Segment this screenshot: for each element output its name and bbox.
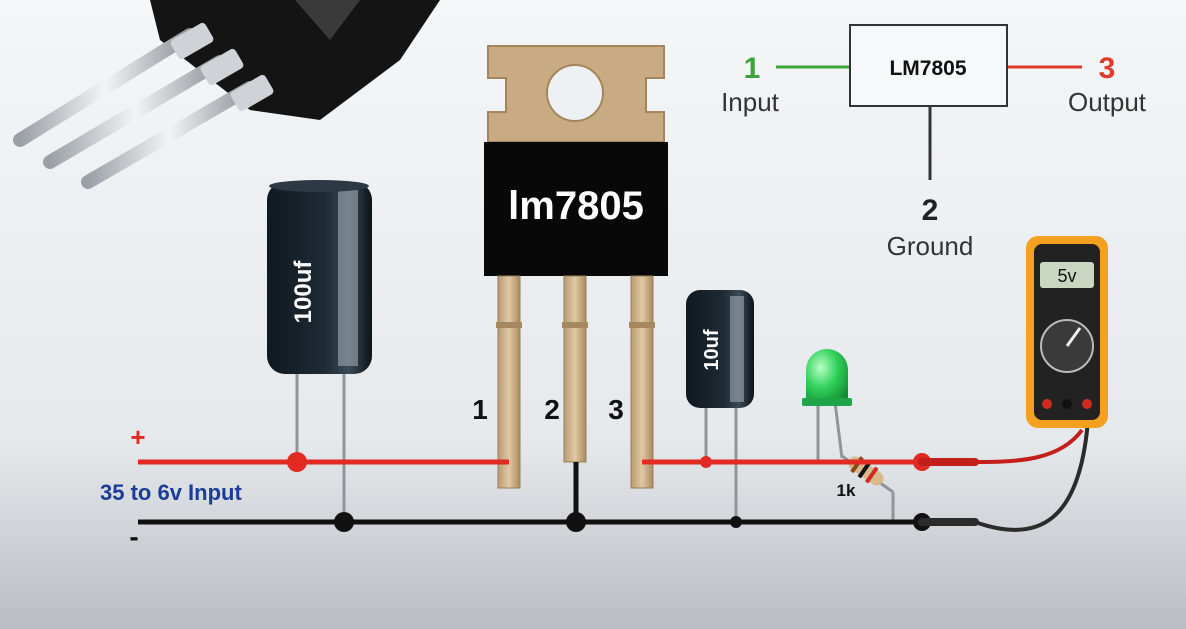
junction-output-cap — [700, 456, 712, 468]
junction-ground-regulator — [566, 512, 586, 532]
input-voltage-label: 35 to 6v Input — [100, 480, 242, 505]
input-capacitor-label: 100uf — [290, 260, 317, 324]
pin-1-label: 1 — [472, 394, 488, 425]
multimeter-reading: 5v — [1057, 266, 1076, 286]
pin3-number: 3 — [1099, 52, 1116, 85]
junction-ground-cap — [334, 512, 354, 532]
chip-name: LM7805 — [889, 57, 966, 80]
regulator-label: lm7805 — [508, 184, 644, 228]
mounting-hole — [546, 64, 604, 122]
pin-2-label: 2 — [544, 394, 560, 425]
pin1-name: Input — [721, 87, 780, 117]
pin3-name: Output — [1068, 87, 1147, 117]
regulator-body — [484, 142, 668, 276]
block-diagram: LM7805 1 Input 3 Output 2 Ground — [721, 24, 1147, 261]
junction-input-cap — [287, 452, 307, 472]
regulator-photo — [13, 0, 440, 189]
negative-symbol: - — [129, 521, 138, 552]
output-capacitor-label: 10uf — [701, 329, 723, 370]
pin1-number: 1 — [744, 52, 761, 85]
led — [802, 349, 852, 462]
pin2-name: Ground — [887, 231, 974, 261]
pin-3 — [630, 275, 654, 489]
output-capacitor: 10uf — [686, 290, 754, 522]
probes — [918, 419, 1090, 532]
multimeter: 5v — [1026, 236, 1108, 428]
pin-3-label: 3 — [608, 394, 624, 425]
pin2-number: 2 — [922, 194, 939, 227]
pin-2 — [563, 275, 587, 463]
junction-ground-out-cap — [730, 516, 742, 528]
positive-symbol: + — [130, 422, 145, 452]
resistor-label: 1k — [837, 481, 856, 500]
rails: + - 35 to 6v Input — [100, 422, 931, 552]
chip-box — [849, 24, 1008, 107]
regulator: lm7805 1 2 3 — [472, 45, 668, 489]
input-capacitor: 100uf — [267, 180, 372, 522]
pin-1 — [497, 275, 521, 489]
